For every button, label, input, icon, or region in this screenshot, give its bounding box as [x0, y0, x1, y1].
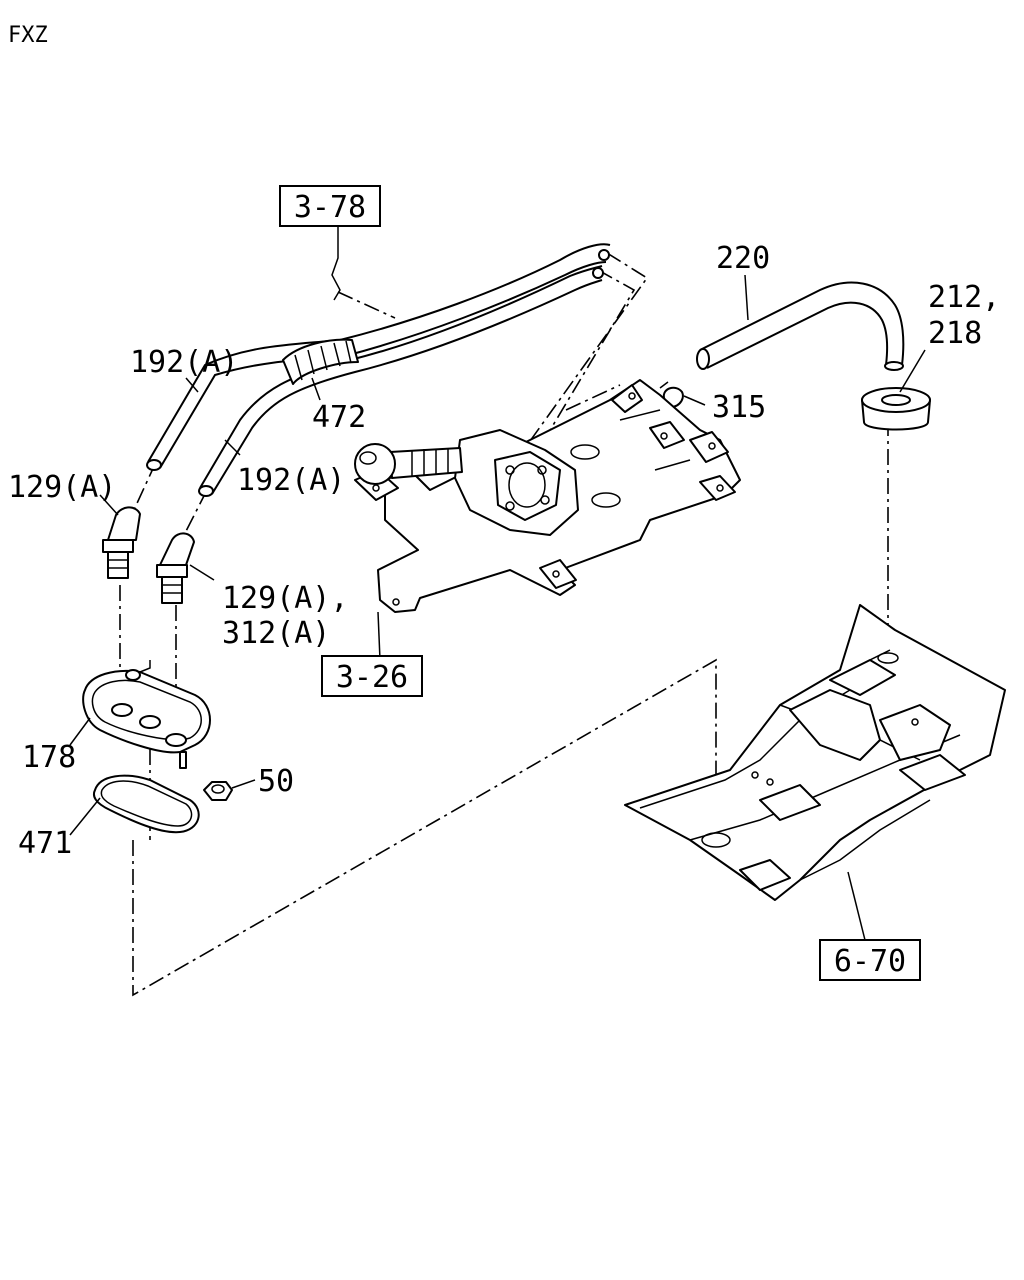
label-218: 218: [928, 316, 982, 351]
label-178: 178: [22, 740, 76, 775]
ref-box-6-70[interactable]: 6-70: [819, 939, 921, 981]
hose-assembly-192a: [146, 243, 611, 497]
fitting-129a-right: [156, 532, 195, 604]
ref-3-78-label[interactable]: 3-78: [294, 190, 366, 225]
floor-panel: [624, 604, 1006, 901]
ref-box-3-26[interactable]: 3-26: [321, 655, 423, 697]
pipe-220: [696, 281, 905, 371]
nut-50: [203, 781, 233, 801]
model-code: FXZ: [8, 23, 48, 48]
valve-bracket-assembly: [354, 379, 741, 613]
label-312a: 312(A): [222, 616, 330, 651]
grommet-212-218: [861, 387, 931, 431]
ref-3-26-label[interactable]: 3-26: [336, 660, 408, 695]
label-192a-upper: 192(A): [130, 345, 238, 380]
label-129a-left: 129(A): [8, 470, 116, 505]
label-129a-right: 129(A),: [222, 581, 348, 616]
label-50: 50: [258, 764, 294, 799]
label-471: 471: [18, 826, 72, 861]
fitting-129a-left: [102, 506, 141, 579]
sleeve-472: [282, 338, 359, 385]
callout-labels: 192(A) 192(A) 472 129(A) 129(A), 312(A) …: [8, 241, 1000, 861]
label-220: 220: [716, 241, 770, 276]
label-315: 315: [712, 390, 766, 425]
leader-lines: [69, 225, 926, 941]
ref-6-70-label[interactable]: 6-70: [834, 944, 906, 979]
label-212: 212,: [928, 280, 1000, 315]
gasket-471: [92, 774, 200, 834]
label-192a-lower: 192(A): [237, 463, 345, 498]
cover-plate-178: [82, 660, 211, 769]
label-472: 472: [312, 400, 366, 435]
ref-box-3-78[interactable]: 3-78: [279, 185, 381, 227]
